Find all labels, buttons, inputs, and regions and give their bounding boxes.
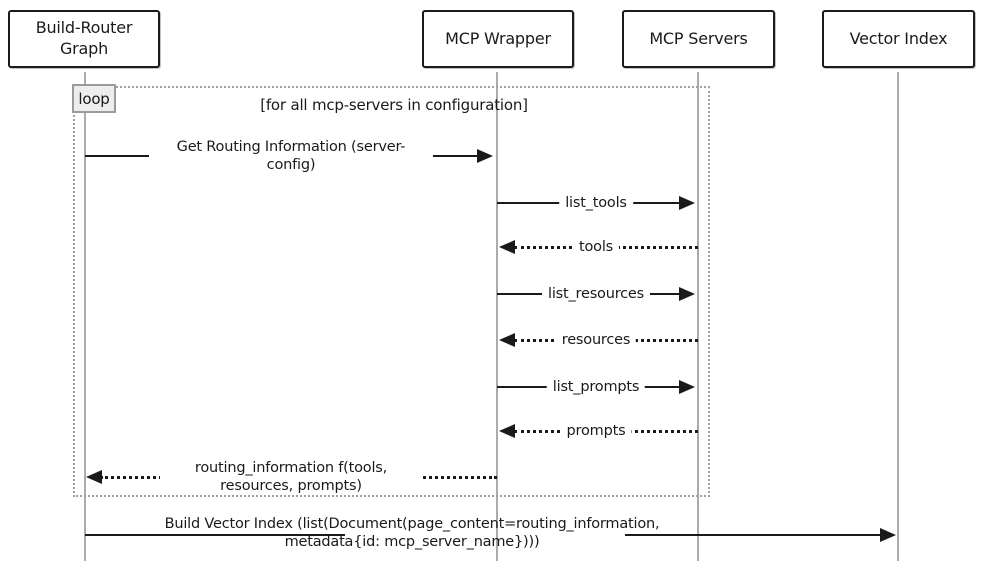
message-label: list_tools (559, 193, 633, 213)
loop-frame (73, 86, 710, 497)
message-label: Get Routing Information (server-config) (149, 137, 433, 175)
arrowhead-right-icon (880, 528, 896, 542)
message-line (625, 534, 883, 536)
arrowhead-left-icon (86, 470, 102, 484)
message-label: routing_information f(tools, resources, … (160, 458, 422, 496)
participant-label: MCP Wrapper (445, 28, 551, 48)
message-label: resources (555, 330, 637, 350)
arrowhead-right-icon (679, 196, 695, 210)
message-line (85, 534, 345, 536)
lifeline-mcp-wrapper (496, 72, 498, 561)
message-label: tools (572, 237, 620, 257)
arrowhead-right-icon (679, 380, 695, 394)
arrowhead-right-icon (477, 149, 493, 163)
lifeline-mcp-servers (697, 72, 699, 561)
loop-condition: [for all mcp-servers in configuration] (260, 96, 528, 114)
participant-label: Vector Index (849, 28, 948, 48)
arrowhead-left-icon (499, 240, 515, 254)
message-label: list_resources (541, 284, 651, 304)
arrowhead-right-icon (679, 287, 695, 301)
arrowhead-left-icon (499, 333, 515, 347)
participant-label: Build-Router Graph (35, 18, 133, 58)
message-label: Build Vector Index (list(Document(page_c… (164, 515, 660, 550)
participant-vector-index: Vector Index (822, 10, 975, 68)
message-label: prompts (560, 421, 632, 441)
lifeline-vector-index (897, 72, 899, 561)
participant-label: MCP Servers (649, 28, 748, 48)
loop-label: loop (72, 84, 116, 113)
participant-mcp-wrapper: MCP Wrapper (422, 10, 574, 68)
participant-build-router-graph: Build-Router Graph (8, 10, 160, 68)
message-label: list_prompts (546, 377, 646, 397)
arrowhead-left-icon (499, 424, 515, 438)
lifeline-build-router-graph (84, 72, 86, 561)
participant-mcp-servers: MCP Servers (622, 10, 775, 68)
